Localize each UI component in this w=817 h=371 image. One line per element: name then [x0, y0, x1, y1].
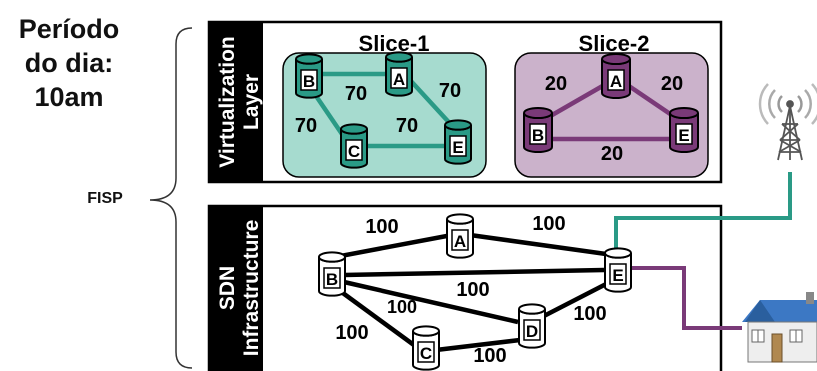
- physical-link-b-c: [334, 286, 420, 350]
- slice-2-node-b: B: [523, 106, 553, 154]
- slice-1-node-b: B: [295, 53, 323, 99]
- slice-2-node-a: A: [601, 52, 631, 100]
- physical-capacity-b-c: 100: [335, 322, 368, 344]
- physical-node-a-label: A: [454, 232, 466, 251]
- physical-capacity-b-e: 100: [456, 279, 489, 301]
- provider-label: FISP: [87, 190, 123, 207]
- physical-link-b-a: [329, 232, 453, 261]
- sdn-infrastructure-panel: SDN Infrastructure: [207, 204, 723, 371]
- period-line-2: do dia:: [25, 48, 114, 78]
- slice-1-capacity-b-c: 70: [295, 115, 317, 137]
- sdn-label-line-2: Infrastructure: [240, 220, 263, 357]
- slice-2-capacity-a-e: 20: [661, 73, 683, 95]
- physical-capacity-b-a: 100: [365, 216, 398, 238]
- period-line-1: Período: [19, 14, 120, 44]
- house-connection-slice-2: [632, 266, 742, 330]
- physical-node-b-label: B: [326, 270, 338, 289]
- slice-1-node-b-label: B: [303, 72, 315, 91]
- physical-link-d-e: [538, 279, 612, 321]
- physical-node-d: D: [518, 303, 546, 349]
- slice-2-area: [514, 52, 709, 178]
- house-icon: [742, 292, 817, 363]
- slice-1-node-c: C: [340, 123, 368, 169]
- physical-node-e-label: E: [612, 266, 623, 285]
- slice-2-capacity-b-e: 20: [601, 143, 623, 165]
- provider-brace: [149, 27, 193, 369]
- slice-2-title: Slice-2: [579, 31, 650, 56]
- virtualization-label-line-1: Virtualization: [216, 36, 239, 167]
- slice-2-node-e-label: E: [678, 126, 689, 145]
- slice-1-capacity-a-e: 70: [439, 80, 461, 102]
- physical-capacity-b-d: 100: [387, 297, 417, 317]
- tower-connection-slice-1: [614, 172, 792, 258]
- cell-tower-icon: [758, 83, 817, 161]
- physical-node-c: C: [412, 325, 440, 371]
- physical-node-c-label: C: [420, 344, 432, 363]
- physical-node-a: A: [446, 213, 474, 259]
- physical-link-a-e: [469, 232, 607, 257]
- slice-1-capacity-b-a: 70: [345, 83, 367, 105]
- period-line-3: 10am: [34, 82, 103, 112]
- slice-1-node-a-label: A: [393, 70, 405, 89]
- physical-capacity-d-e: 100: [573, 303, 606, 325]
- slice-2: Slice-2 20 20 20 A B E: [514, 31, 709, 178]
- virtualization-label-line-2: Layer: [240, 74, 263, 130]
- slice-1-node-c-label: C: [348, 142, 360, 161]
- slice-2-node-b-label: B: [532, 126, 544, 145]
- physical-capacity-c-d: 100: [473, 345, 506, 367]
- slice-1-capacity-c-e: 70: [396, 115, 418, 137]
- slice-2-node-a-label: A: [610, 72, 622, 91]
- slice-1-node-a: A: [385, 51, 413, 97]
- slice-2-node-e: E: [669, 106, 699, 154]
- physical-link-c-d: [435, 337, 521, 353]
- slice-1-node-e: E: [444, 119, 472, 165]
- physical-node-e: E: [604, 247, 632, 293]
- slice-1-node-e-label: E: [452, 138, 463, 157]
- physical-capacity-a-e: 100: [532, 213, 565, 235]
- sdn-label-line-1: SDN: [216, 266, 239, 310]
- physical-link-b-e: [343, 267, 605, 278]
- physical-link-b-d: [343, 279, 519, 325]
- slice-2-capacity-a-b: 20: [545, 73, 567, 95]
- physical-node-b: B: [318, 251, 346, 297]
- physical-node-d-label: D: [526, 322, 538, 341]
